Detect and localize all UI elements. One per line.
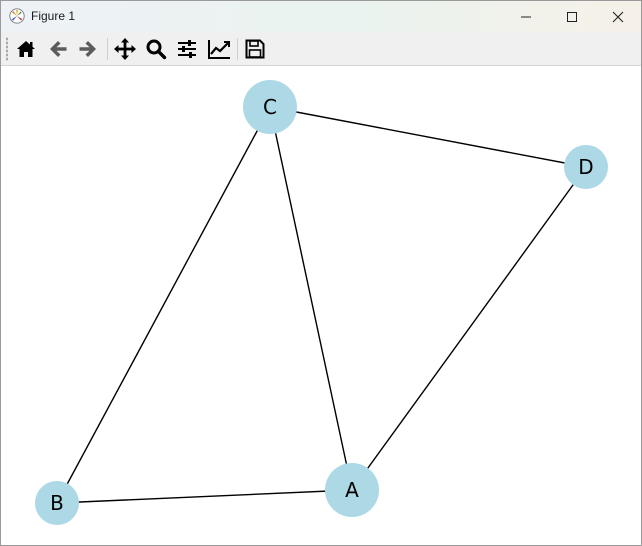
edge-c-b bbox=[56, 106, 271, 504]
minimize-button[interactable] bbox=[503, 1, 549, 32]
node-d bbox=[564, 145, 608, 189]
close-button[interactable] bbox=[595, 1, 641, 32]
node-c bbox=[243, 80, 297, 134]
title-bar[interactable]: Figure 1 bbox=[1, 1, 641, 32]
node-label-a: A bbox=[345, 478, 359, 502]
node-label-c: C bbox=[263, 95, 277, 119]
toolbar-separator bbox=[107, 38, 108, 60]
toolbar-grip[interactable] bbox=[6, 37, 8, 61]
edge-d-a bbox=[351, 166, 587, 491]
arrow-left-icon bbox=[50, 41, 67, 57]
edge-c-d bbox=[269, 106, 587, 168]
close-icon bbox=[612, 11, 624, 22]
zoom-button[interactable] bbox=[142, 35, 170, 63]
window-title: Figure 1 bbox=[31, 9, 76, 23]
forward-button[interactable] bbox=[74, 35, 102, 63]
edge-c-a bbox=[269, 106, 353, 491]
edge-b-a bbox=[56, 489, 353, 504]
toolbar-separator bbox=[237, 38, 238, 60]
node-a bbox=[325, 463, 379, 517]
navigation-toolbar bbox=[1, 32, 641, 66]
floppy-disk-icon bbox=[245, 39, 265, 59]
maximize-button[interactable] bbox=[549, 1, 595, 32]
node-label-d: D bbox=[578, 155, 593, 179]
back-button[interactable] bbox=[44, 35, 72, 63]
subplots-button[interactable] bbox=[173, 35, 201, 63]
graph-plot: A B C D bbox=[35, 80, 608, 525]
save-button[interactable] bbox=[241, 35, 269, 63]
home-icon bbox=[17, 41, 35, 57]
node-b bbox=[35, 481, 79, 525]
magnifier-icon bbox=[146, 39, 167, 60]
move-icon bbox=[114, 38, 136, 60]
pan-button[interactable] bbox=[111, 35, 139, 63]
minimize-icon bbox=[521, 16, 531, 17]
home-button[interactable] bbox=[12, 35, 40, 63]
chart-line-icon bbox=[208, 40, 230, 59]
node-label-b: B bbox=[50, 491, 64, 515]
maximize-icon bbox=[567, 11, 577, 22]
matplotlib-logo-icon bbox=[9, 8, 25, 24]
customize-button[interactable] bbox=[205, 35, 233, 63]
sliders-icon bbox=[178, 40, 196, 58]
figure-canvas[interactable]: A B C D bbox=[1, 66, 641, 545]
arrow-right-icon bbox=[79, 41, 96, 57]
